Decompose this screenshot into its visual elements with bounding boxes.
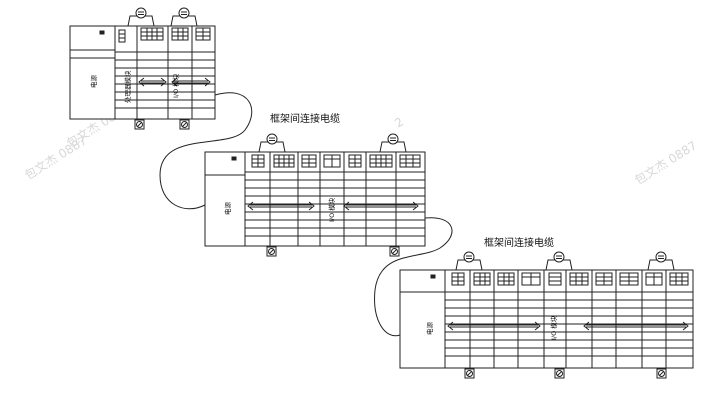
ground-lug <box>464 368 475 379</box>
backplane-arrow <box>343 201 419 211</box>
backplane-arrow <box>138 77 167 87</box>
ground-lug <box>656 368 667 379</box>
chassis <box>244 151 426 247</box>
inter-rack-cable <box>374 217 453 337</box>
backplane-arrow <box>171 77 211 87</box>
top-connector <box>127 7 155 27</box>
top-connector <box>545 251 573 271</box>
processor-module-label: 处理器模块 <box>123 70 132 103</box>
power-supply-module <box>399 269 446 369</box>
power-supply-module <box>69 25 116 120</box>
inter-rack-cable <box>159 92 253 210</box>
rack-3 <box>399 251 694 379</box>
backplane-arrow <box>447 321 541 331</box>
cable-label: 框架间连接电缆 <box>484 236 554 249</box>
power-label: 电源 <box>223 202 232 216</box>
ground-lug <box>179 119 190 130</box>
cable-label: 框架间连接电缆 <box>270 112 340 125</box>
chassis <box>444 269 694 369</box>
io-module-label: I/O 模块 <box>171 73 180 98</box>
ground-lug <box>389 246 400 257</box>
top-connector <box>258 133 286 153</box>
ground-lug <box>134 119 145 130</box>
backplane-arrow <box>247 201 315 211</box>
top-connector <box>170 7 198 27</box>
power-supply-module <box>204 151 246 247</box>
rack-2 <box>204 133 426 257</box>
chassis <box>114 25 216 120</box>
power-label: 电源 <box>89 75 98 89</box>
top-connector <box>379 133 407 153</box>
ground-lug <box>266 246 277 257</box>
io-module-label: I/O 模块 <box>549 315 558 340</box>
watermark-text: 包文杰 0887 <box>632 138 700 188</box>
io-module-label: I/O 模块 <box>327 197 336 222</box>
rack-1 <box>69 7 216 130</box>
watermark-text: 2 <box>392 115 406 131</box>
power-label: 电源 <box>425 322 434 336</box>
backplane-arrow <box>583 321 689 331</box>
top-connector <box>647 251 675 271</box>
top-connector <box>455 251 483 271</box>
ground-lug <box>554 368 565 379</box>
